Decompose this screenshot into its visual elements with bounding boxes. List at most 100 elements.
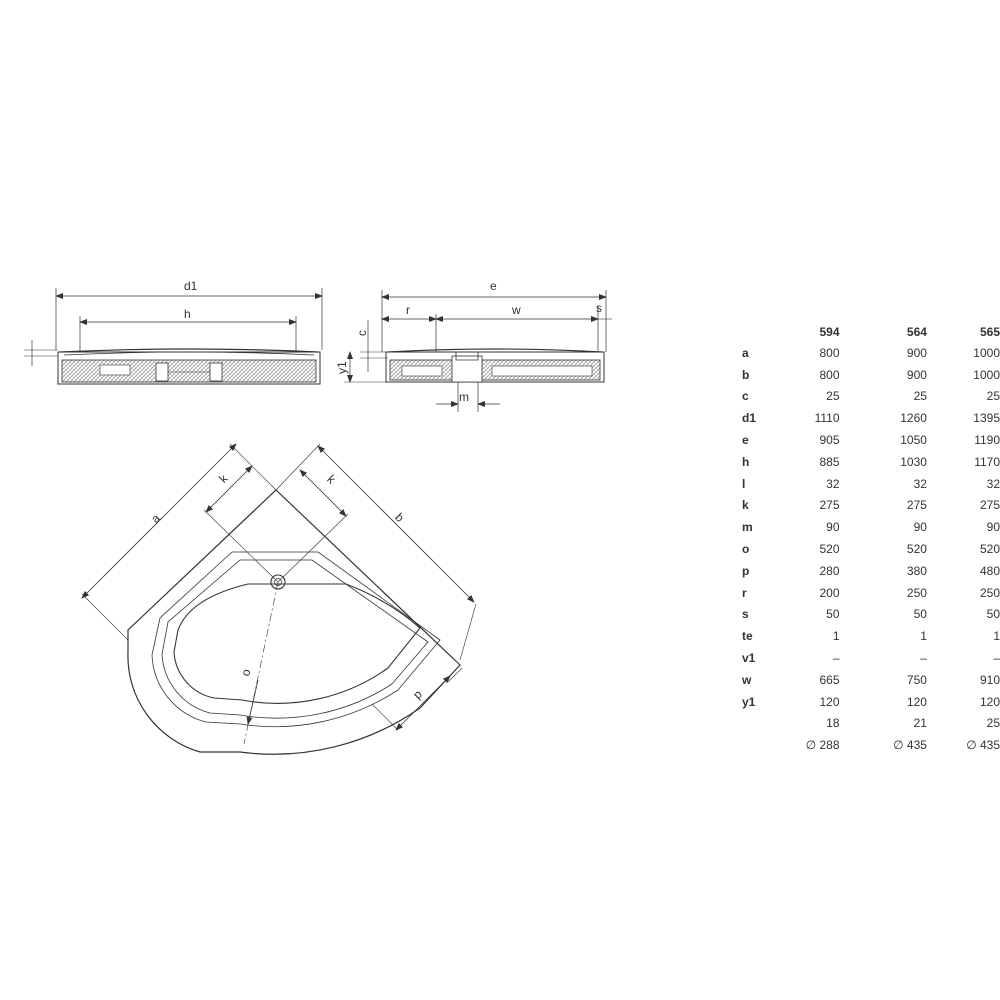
table-cell: 18 xyxy=(826,716,840,731)
table-cell: – xyxy=(920,651,927,666)
table-cell: 1260 xyxy=(900,411,927,426)
table-cell: 120 xyxy=(979,694,1000,709)
table-row: o 520 520 520 xyxy=(742,538,1000,560)
dim-label-p: p xyxy=(410,687,425,702)
row-label: c xyxy=(742,389,749,404)
row-label: w xyxy=(742,672,752,687)
row-label xyxy=(742,713,781,735)
table-header-model: 565 xyxy=(979,325,1000,339)
dim-label-w: w xyxy=(511,303,521,317)
table-cell: 480 xyxy=(979,563,1000,578)
table-cell: ∅ 288 xyxy=(805,738,840,753)
row-label: m xyxy=(742,520,753,535)
table-cell: 750 xyxy=(906,672,927,687)
table-cell: 885 xyxy=(819,454,840,469)
table-row: d1 1110 1260 1395 xyxy=(742,407,1000,429)
table-cell: 32 xyxy=(986,476,1000,491)
table-row: r 200 250 250 xyxy=(742,582,1000,604)
table-cell: ∅ 435 xyxy=(893,738,927,753)
dim-label-y1: y1 xyxy=(335,361,349,374)
table-header-model: 594 xyxy=(819,325,840,339)
table-cell: 32 xyxy=(826,476,840,491)
row-label xyxy=(742,734,781,756)
row-label: y1 xyxy=(742,694,756,709)
table-cell: 250 xyxy=(906,585,927,600)
row-label: s xyxy=(742,607,749,622)
table-cell: 1 xyxy=(920,629,927,644)
table-cell: 665 xyxy=(819,672,840,687)
dim-label-k-left: k xyxy=(216,471,231,486)
table-cell: 1050 xyxy=(900,433,927,448)
dim-label-e: e xyxy=(490,279,497,293)
table-cell: 200 xyxy=(819,585,840,600)
row-label: r xyxy=(742,585,747,600)
table-row: l 32 32 32 xyxy=(742,473,1000,495)
dim-label-m: m xyxy=(459,390,469,404)
dim-label-d1: d1 xyxy=(184,279,198,293)
table-cell: 800 xyxy=(819,367,840,382)
table-cell: 50 xyxy=(913,607,927,622)
row-label: b xyxy=(742,367,750,382)
table-header-model: 564 xyxy=(906,325,927,339)
row-label: l xyxy=(742,476,746,491)
table-cell: 50 xyxy=(986,607,1000,622)
dim-label-r: r xyxy=(406,303,410,317)
table-cell: 275 xyxy=(906,498,927,513)
dim-label-a: a xyxy=(148,511,163,526)
table-cell: 1190 xyxy=(974,433,1000,448)
table-cell: 280 xyxy=(819,563,840,578)
table-cell: 520 xyxy=(979,542,1000,557)
table-cell: 1170 xyxy=(974,454,1000,469)
table-cell: 25 xyxy=(986,716,1000,731)
table-row: w 665 750 910 xyxy=(742,669,1000,691)
table-cell: 1030 xyxy=(900,454,927,469)
table-cell: 120 xyxy=(906,694,927,709)
table-cell: 32 xyxy=(913,476,927,491)
table-cell: 520 xyxy=(819,542,840,557)
table-cell: 25 xyxy=(913,389,927,404)
row-label: e xyxy=(742,433,749,448)
row-label: te xyxy=(742,629,753,644)
table-cell: 250 xyxy=(979,585,1000,600)
table-cell: 900 xyxy=(906,345,927,360)
dim-label-h: h xyxy=(184,307,191,321)
dim-label-k-right: k xyxy=(324,472,339,487)
table-cell: 900 xyxy=(906,367,927,382)
row-label: v1 xyxy=(742,651,756,666)
table-row: e 905 1050 1190 xyxy=(742,429,1000,451)
row-label: d1 xyxy=(742,411,757,426)
row-label: p xyxy=(742,563,750,578)
side-section-view-left xyxy=(24,288,323,385)
table-row: 18 21 25 xyxy=(742,713,1000,735)
table-cell: 25 xyxy=(826,389,840,404)
table-cell: 90 xyxy=(986,520,1000,535)
table-cell: 1110 xyxy=(814,411,840,426)
table-cell: 905 xyxy=(819,433,840,448)
table-cell: 90 xyxy=(913,520,927,535)
table-cell: 1395 xyxy=(973,411,1000,426)
table-cell: 1000 xyxy=(973,345,1000,360)
table-cell: 910 xyxy=(979,672,1000,687)
dim-label-s: s xyxy=(596,301,602,315)
table-cell: 275 xyxy=(979,498,1000,513)
top-plan-view xyxy=(81,443,477,755)
table-header-row: 594 564 565 xyxy=(742,322,1000,342)
table-cell: 275 xyxy=(819,498,840,513)
table-cell: 25 xyxy=(986,389,1000,404)
table-cell: 520 xyxy=(906,542,927,557)
table-cell: 1 xyxy=(993,629,1000,644)
dim-label-o: o xyxy=(238,668,253,678)
table-cell: 21 xyxy=(913,716,927,731)
row-label: o xyxy=(742,542,750,557)
